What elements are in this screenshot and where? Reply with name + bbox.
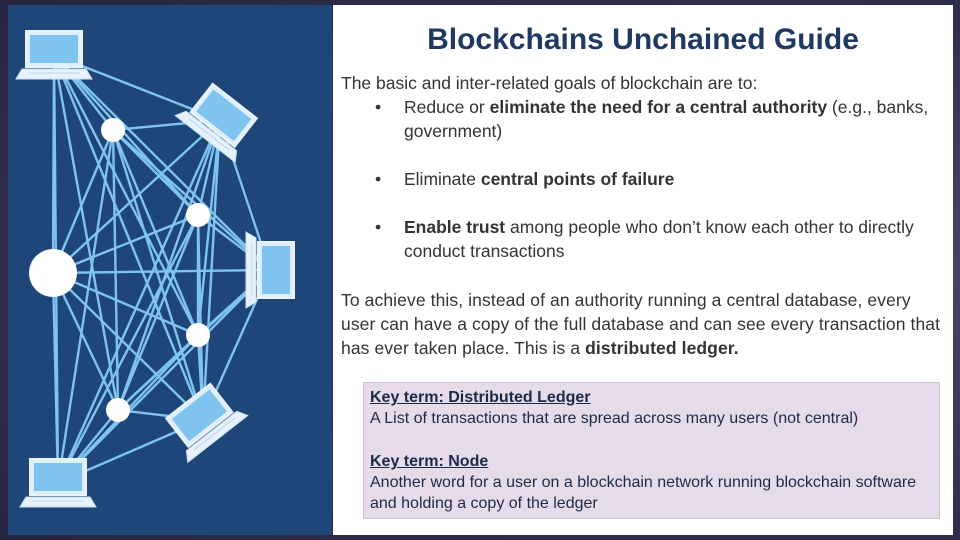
network-link	[52, 54, 200, 336]
network-link	[116, 214, 200, 411]
distributed-ledger-paragraph: To achieve this, instead of an authority…	[341, 290, 941, 358]
network-link	[51, 272, 120, 411]
network-link	[53, 54, 199, 216]
laptop-icon	[164, 382, 249, 464]
key-terms-box: Key term: Distributed Ledger A List of t…	[363, 382, 940, 519]
network-link	[51, 272, 60, 484]
network-link	[53, 54, 271, 271]
network-link	[112, 129, 271, 271]
key-term-title: Key term: Distributed Ledger	[370, 389, 591, 406]
network-link	[56, 214, 200, 484]
key-term-definition: A List of transactions that are spread a…	[370, 410, 859, 427]
network-link	[111, 129, 120, 411]
network-link	[52, 272, 204, 421]
slide-title: Blockchains Unchained Guide	[427, 23, 859, 56]
laptop-icon	[245, 231, 295, 309]
network-link	[51, 129, 115, 274]
bullet-marker: •	[375, 169, 382, 189]
bullet-item-1: • Reduce or eliminate the need for a cen…	[375, 97, 929, 141]
network-link	[52, 119, 221, 274]
network-link	[52, 54, 205, 421]
network-link	[196, 119, 222, 336]
content-panel: Blockchains Unchained Guide The basic an…	[333, 5, 953, 535]
network-link	[57, 269, 271, 484]
node-circle	[101, 118, 125, 142]
laptop-icon	[19, 458, 97, 508]
key-term-title: Key term: Node	[370, 453, 489, 470]
node-circle	[29, 249, 77, 297]
intro-text: The basic and inter-related goals of blo…	[341, 73, 758, 93]
network-link	[56, 119, 222, 484]
network-link	[52, 268, 271, 275]
node-circle	[106, 398, 130, 422]
node-circle	[186, 323, 210, 347]
bullet-marker: •	[375, 97, 382, 117]
bullet-marker: •	[375, 217, 382, 237]
network-diagram	[15, 30, 295, 508]
network-illustration-panel	[8, 5, 332, 535]
network-link	[111, 129, 205, 421]
laptop-icon	[15, 30, 93, 80]
bullet-item-3: • Enable trust among people who don’t kn…	[375, 217, 914, 261]
laptop-icon	[174, 82, 259, 164]
network-link	[52, 213, 199, 275]
node-circle	[186, 203, 210, 227]
network-link	[52, 271, 199, 337]
network-link	[52, 54, 120, 411]
bullet-item-2: • Eliminate central points of failure	[375, 169, 675, 189]
key-term-definition: Another word for a user on a blockchain …	[370, 474, 917, 512]
